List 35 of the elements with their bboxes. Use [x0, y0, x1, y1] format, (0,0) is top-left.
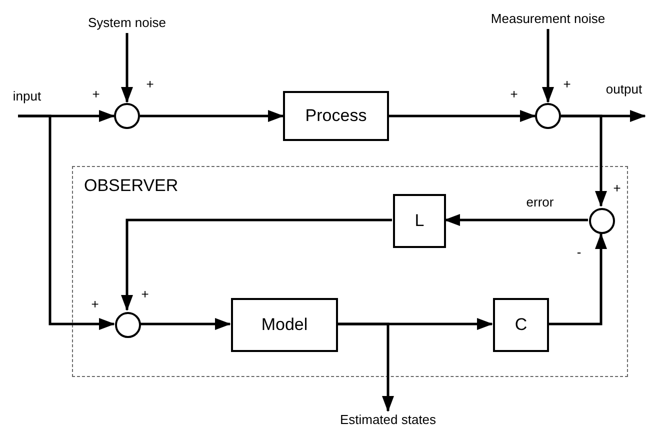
signal-label: System noise [88, 14, 166, 32]
signal-label: + [613, 179, 621, 198]
summing-junction [589, 208, 615, 234]
arrow [542, 29, 554, 103]
summing-junction [115, 312, 141, 338]
signal-label: Estimated states [340, 411, 436, 427]
signal-label: + [510, 85, 518, 104]
arrow [548, 233, 607, 326]
signal-label: - [576, 243, 582, 262]
signal-label: Measurement noise [490, 10, 606, 28]
signal-label: input [12, 87, 42, 106]
arrow [140, 318, 231, 330]
arrow [389, 110, 536, 122]
arrow [18, 114, 115, 330]
block: C [493, 298, 549, 352]
signal-label: + [91, 295, 99, 314]
arrow [121, 218, 392, 311]
arrow [561, 114, 607, 207]
signal-label: output [606, 80, 642, 98]
block: Model [231, 298, 338, 352]
arrow [337, 322, 394, 412]
observer-region [72, 166, 628, 377]
region-title: OBSERVER [84, 175, 178, 197]
summing-junction [535, 103, 561, 129]
block: Process [283, 91, 389, 141]
signal-label: + [146, 75, 154, 94]
signal-label: + [92, 85, 100, 104]
summing-junction [114, 103, 140, 129]
signal-label: + [141, 285, 149, 304]
arrow [121, 33, 133, 103]
signal-label: error [526, 193, 554, 212]
arrow [140, 110, 284, 122]
block: L [393, 194, 446, 248]
signal-label: + [563, 75, 571, 94]
arrow [444, 214, 588, 226]
